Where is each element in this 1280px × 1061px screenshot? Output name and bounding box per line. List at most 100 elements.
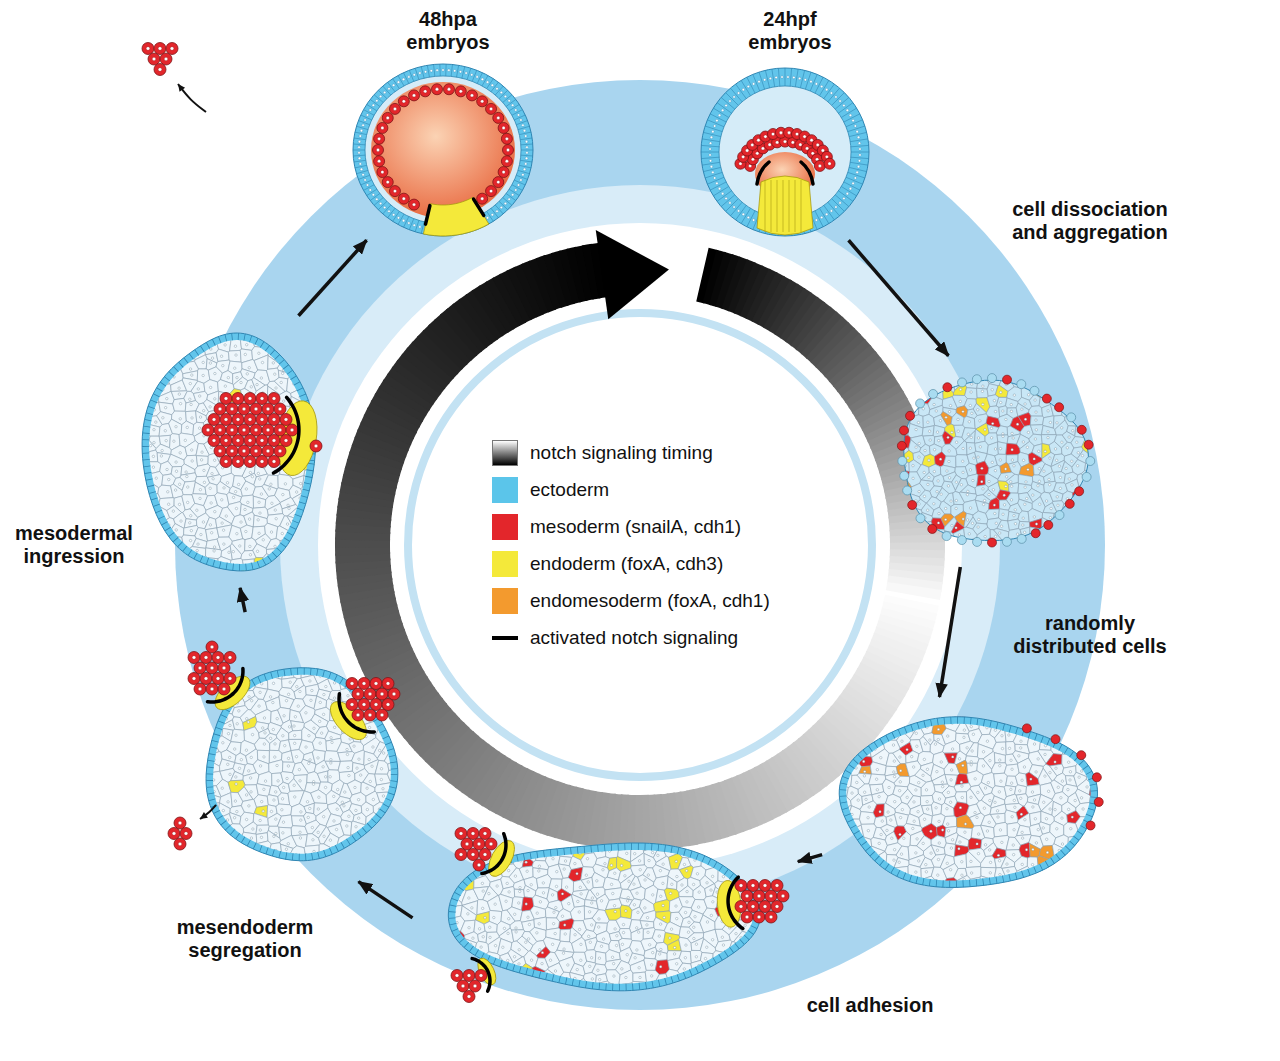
mesoderm-cell: [142, 43, 154, 55]
cell-nucleus: [1059, 381, 1061, 383]
cell-nucleus: [1012, 437, 1014, 439]
cell-nucleus: [733, 206, 736, 209]
cell-nucleus: [1035, 411, 1037, 413]
cell-border: [849, 167, 867, 171]
cell-nucleus: [958, 714, 960, 716]
cell-border: [777, 180, 778, 232]
cell-border: [499, 201, 508, 209]
cell-nucleus: [1076, 465, 1078, 467]
cell-nucleus: [1032, 494, 1034, 496]
cell-nucleus: [962, 447, 964, 449]
cell-nucleus: [929, 369, 931, 371]
cell-nucleus: [1057, 504, 1059, 506]
cell-nucleus: [928, 476, 930, 478]
cell-nucleus: [981, 555, 983, 557]
cell-nucleus: [1061, 780, 1063, 782]
cell: [1087, 490, 1096, 503]
cell: [1096, 700, 1110, 713]
cell: [1042, 379, 1054, 388]
cell-nucleus: [959, 373, 961, 375]
cell-nucleus: [781, 76, 784, 79]
cell-nucleus: [1054, 448, 1056, 450]
cell-nucleus: [1044, 753, 1046, 755]
cell-border: [801, 180, 802, 232]
cell-nucleus: [775, 76, 778, 79]
cell-nucleus: [1022, 524, 1024, 526]
surface-cell: [898, 457, 907, 466]
cell-nucleus: [1058, 555, 1060, 557]
cell-nucleus: [977, 526, 979, 528]
cell-border: [367, 104, 377, 110]
cell-nucleus: [1095, 736, 1097, 738]
cell: [977, 388, 989, 398]
cell-nucleus: [447, 88, 450, 91]
cell-border: [409, 219, 413, 230]
cell-border: [364, 110, 375, 116]
cell: [1086, 377, 1096, 391]
cell-nucleus: [1082, 545, 1084, 547]
cell-nucleus: [1020, 747, 1022, 749]
cell: [1053, 358, 1067, 374]
cell-nucleus: [1033, 516, 1035, 518]
cell-nucleus: [1010, 403, 1012, 405]
cell-nucleus: [967, 433, 969, 435]
cell-nucleus: [830, 92, 833, 95]
cell-border: [518, 170, 530, 173]
surface-cell: [943, 383, 952, 392]
cell-nucleus: [1034, 399, 1036, 401]
cell-nucleus: [1033, 743, 1035, 745]
cell-nucleus: [1018, 755, 1020, 757]
cell-nucleus: [859, 154, 862, 157]
cell: [974, 429, 985, 443]
surface-cell: [988, 374, 997, 383]
cell-nucleus: [918, 541, 920, 543]
cell: [964, 430, 975, 443]
cell-border: [451, 64, 452, 76]
cell-nucleus: [1067, 761, 1069, 763]
mesoderm-cell: [154, 43, 166, 55]
cell-nucleus: [951, 359, 953, 361]
surface-cell: [972, 375, 981, 384]
cell-nucleus: [939, 420, 941, 422]
cell: [1017, 712, 1031, 725]
cell: [1086, 415, 1096, 428]
cell-border: [383, 205, 391, 214]
cell-nucleus: [1008, 734, 1010, 736]
cell-nucleus: [905, 391, 907, 393]
cell-nucleus: [923, 758, 925, 760]
cell-nucleus: [899, 756, 901, 758]
cell: [1010, 553, 1024, 564]
stage-node: 48hpa embryos: [350, 62, 536, 238]
cell-nucleus: [1034, 438, 1036, 440]
cell-nucleus: [959, 388, 961, 390]
mesoderm-cell: [477, 96, 488, 107]
cell-nucleus: [818, 164, 821, 167]
cell-nucleus: [1043, 360, 1045, 362]
cell-nucleus: [500, 206, 503, 209]
cell-nucleus: [959, 400, 961, 402]
surface-cell: [916, 514, 925, 523]
cell-nucleus: [787, 76, 790, 79]
cell-nucleus: [442, 69, 445, 72]
cell-border: [519, 132, 531, 134]
cell: [1017, 358, 1031, 366]
cell-nucleus: [970, 436, 972, 438]
cell-nucleus: [1055, 370, 1057, 372]
cell-border: [358, 175, 369, 179]
cell-nucleus: [393, 189, 396, 192]
cell: [888, 542, 901, 554]
cell: [864, 721, 878, 733]
cell-nucleus: [937, 522, 939, 524]
cell-nucleus: [901, 528, 903, 530]
cell: [1026, 706, 1041, 720]
cell-nucleus: [927, 387, 929, 389]
cell-border: [445, 64, 446, 76]
cell-nucleus: [1087, 366, 1089, 368]
cell-nucleus: [1021, 360, 1023, 362]
cell: [888, 503, 901, 513]
cell-nucleus: [1044, 744, 1046, 746]
cell-nucleus: [846, 109, 849, 112]
cell: [825, 787, 836, 797]
cell-nucleus: [934, 374, 936, 376]
cell-nucleus: [412, 94, 415, 97]
